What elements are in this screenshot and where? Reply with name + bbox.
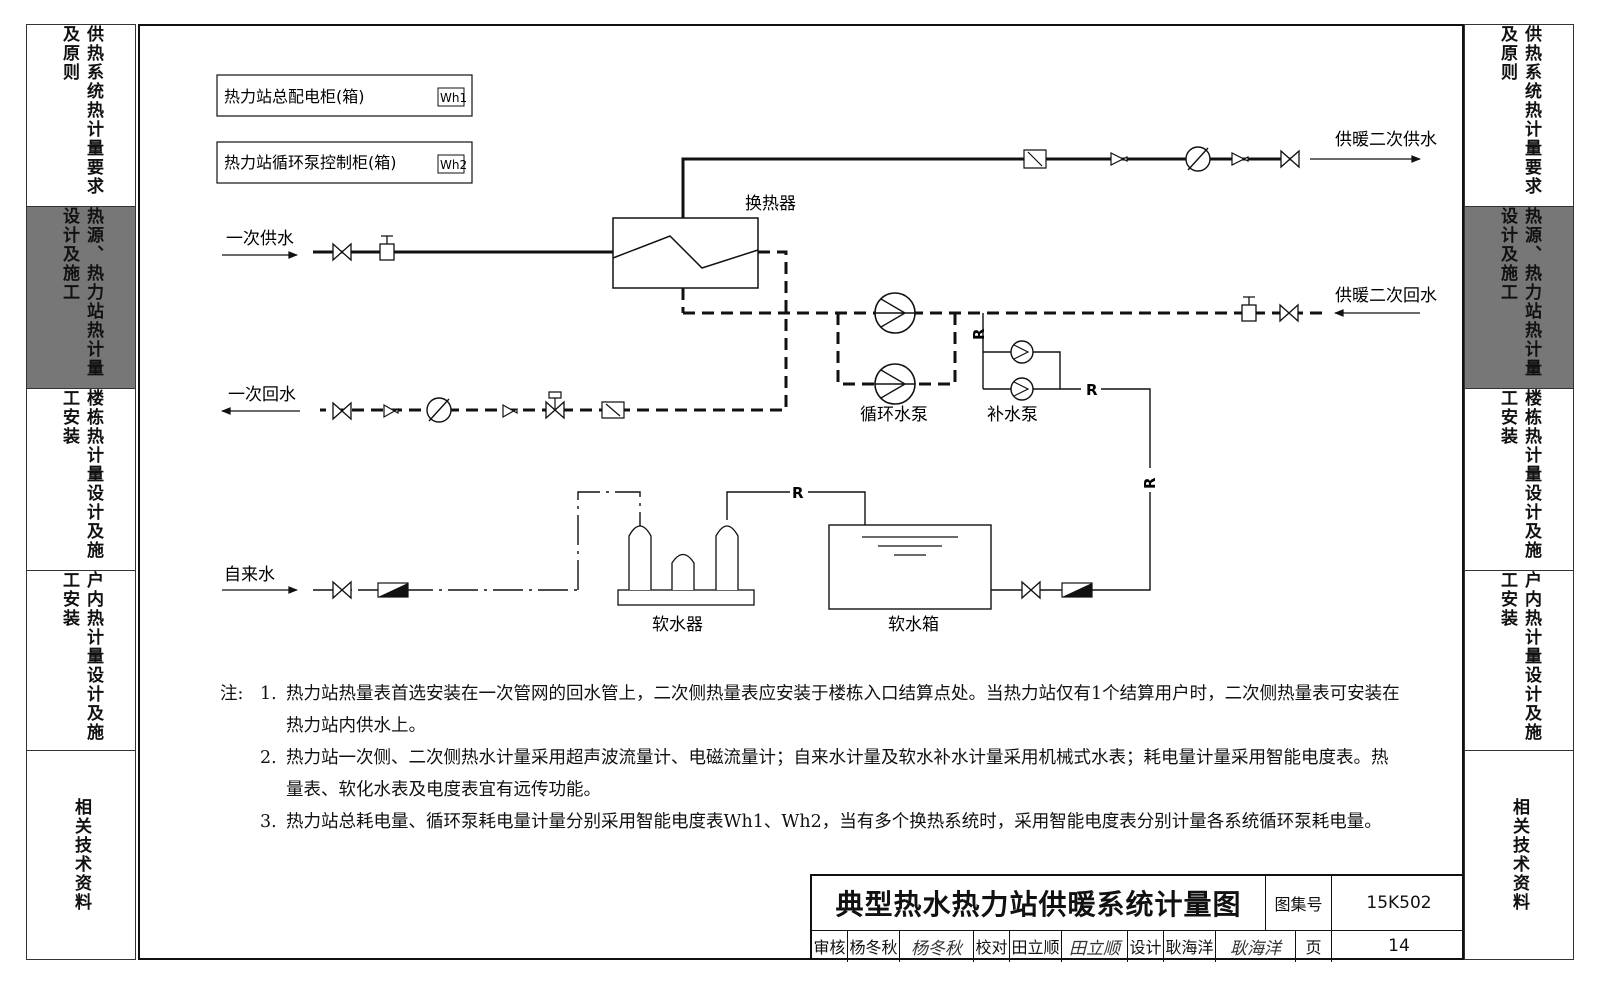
circulation-pumps: 循环水泵 [836,292,957,425]
check-valve-icon [1231,152,1249,166]
heat-exchanger-label: 换热器 [745,194,796,214]
r-mark: R [1086,381,1098,399]
sidebar-tab-heat-source-right[interactable]: 热源、热力站热计量设计及施工 [1465,207,1573,389]
notes-lead: 注: [220,684,244,704]
design-label: 设计 [1129,938,1162,957]
atlas-label-cell: 图集号 [1266,876,1332,930]
notes: 注: 1. 热力站热量表首选安装在一次管网的回水管上，二次侧热量表应安装于楼栋入… [220,678,1400,838]
makeup-pump-label: 补水泵 [987,405,1038,425]
atlas-label: 图集号 [1274,895,1323,914]
checker-name: 田立顺 [1011,938,1060,957]
check-valve-icon [383,403,399,419]
check-label: 校对 [975,938,1008,957]
r-mark: R [792,484,804,502]
title-block-row-title: 典型热水热力站供暖系统计量图 图集号 15K502 [812,876,1464,931]
valve-icon [1021,580,1041,600]
sidebar-tab-label: 楼栋热计量设计及施工安装 [59,389,103,560]
note-text: 热力站总耗电量、循环泵耗电量计量分别采用智能电度表Wh1、Wh2，当有多个换热系… [286,812,1382,832]
note-text: 热力站热量表首选安装在一次管网的回水管上，二次侧热量表应安装于楼栋入口结算点处。… [286,684,1400,736]
tap-water-label: 自来水 [224,565,275,585]
circulation-pump-label: 循环水泵 [860,405,928,425]
drawing-title: 典型热水热力站供暖系统计量图 [812,876,1266,930]
sidebar-tab-label: 供热系统热计量要求及原则 [1497,25,1541,196]
title-block: 典型热水热力站供暖系统计量图 图集号 15K502 审核 杨冬秋 杨冬秋 校对 … [810,874,1464,962]
check-valve-icon [502,403,518,419]
sidebar-tab-household-right[interactable]: 户内热计量设计及施工安装 [1465,571,1573,751]
tap-water-line: 自来水 [222,491,641,600]
legend-pump-panel-label: 热力站循环泵控制柜(箱) [224,153,397,172]
title-block-row-signatures: 审核 杨冬秋 杨冬秋 校对 田立顺 田立顺 设计 耿海洋 耿海洋 页 14 [812,930,1464,962]
legend-pump-panel-tag: Wh2 [440,158,467,172]
sidebar-tab-label: 相关技术资料 [1509,798,1529,912]
sidebar-tab-label: 户内热计量设计及施工安装 [1497,571,1541,742]
note-number: 1. [260,684,277,704]
valve-icon [332,242,352,262]
atlas-number-cell: 15K502 [1332,876,1466,930]
secondary-supply-line: 供暖二次供水 [681,130,1437,218]
primary-return-line: 一次回水 [221,250,788,423]
sidebar-tab-label: 相关技术资料 [71,798,91,912]
checker-signature: 田立顺 [1069,938,1120,959]
r-mark: R [1141,477,1159,489]
legend-main-panel-label: 热力站总配电柜(箱) [224,87,365,106]
soft-tank-label: 软水箱 [888,615,939,635]
designer-signature: 耿海洋 [1230,938,1281,959]
water-softener: R 软水器 [617,484,866,635]
valve-icon [1280,149,1300,169]
sidebar-tab-principles[interactable]: 供热系统热计量要求及原则 [27,25,135,207]
page-number: 14 [1388,936,1410,956]
legend-main-panel: 热力站总配电柜(箱) Wh1 [216,74,473,117]
filter-icon [1241,304,1257,322]
valve-icon [332,401,352,421]
valve-icon [1279,303,1299,323]
sidebar-tab-label: 热源、热力站热计量设计及施工 [59,207,103,378]
right-sidebar: 供热系统热计量要求及原则 热源、热力站热计量设计及施工 楼栋热计量设计及施工安装… [1464,24,1574,960]
note-number: 3. [260,812,277,832]
heat-exchanger: 换热器 [612,194,796,289]
note-item: 注: 1. 热力站热量表首选安装在一次管网的回水管上，二次侧热量表应安装于楼栋入… [220,678,1400,742]
left-sidebar: 供热系统热计量要求及原则 热源、热力站热计量设计及施工 楼栋热计量设计及施工安装… [26,24,136,960]
atlas-number: 15K502 [1366,893,1432,913]
note-number: 2. [260,748,277,768]
sidebar-tab-references[interactable]: 相关技术资料 [27,751,135,959]
primary-supply-label: 一次供水 [226,229,294,249]
sidebar-tab-household[interactable]: 户内热计量设计及施工安装 [27,571,135,751]
note-item: 2. 热力站一次侧、二次侧热水计量采用超声波流量计、电磁流量计；自来水计量及软水… [220,742,1400,806]
sidebar-tab-principles-right[interactable]: 供热系统热计量要求及原则 [1465,25,1573,207]
makeup-pumps: R 补水泵 R R [970,313,1159,591]
primary-return-label: 一次回水 [228,385,296,405]
review-label: 审核 [813,938,846,957]
legend-pump-panel: 热力站循环泵控制柜(箱) Wh2 [216,141,473,184]
note-item: 3. 热力站总耗电量、循环泵耗电量计量分别采用智能电度表Wh1、Wh2，当有多个… [220,806,1400,838]
sidebar-tab-label: 户内热计量设计及施工安装 [59,571,103,742]
secondary-return-label: 供暖二次回水 [1335,286,1437,306]
valve-icon [332,580,352,600]
sidebar-tab-label: 楼栋热计量设计及施工安装 [1497,389,1541,560]
pump-icon [1010,377,1034,401]
soft-water-tank: 软水箱 [828,524,1093,635]
sidebar-tab-heat-source[interactable]: 热源、热力站热计量设计及施工 [27,207,135,389]
sidebar-tab-references-right[interactable]: 相关技术资料 [1465,751,1573,959]
reviewer-name: 杨冬秋 [849,938,898,957]
reviewer-signature: 杨冬秋 [911,938,962,959]
designer-name: 耿海洋 [1165,938,1214,957]
drawing-title-text: 典型热水热力站供暖系统计量图 [835,888,1242,921]
legend-main-panel-tag: Wh1 [440,91,467,105]
drawing-frame [138,24,1464,960]
r-mark: R [970,328,988,340]
sidebar-tab-label: 热源、热力站热计量设计及施工 [1497,207,1541,378]
note-text: 热力站一次侧、二次侧热水计量采用超声波流量计、电磁流量计；自来水计量及软水补水计… [286,748,1389,800]
pump-icon [1010,340,1034,364]
sidebar-tab-building-right[interactable]: 楼栋热计量设计及施工安装 [1465,389,1573,571]
primary-supply-line: 一次供水 [222,229,613,262]
secondary-supply-label: 供暖二次供水 [1335,130,1437,150]
page-label: 页 [1305,938,1322,957]
filter-icon [379,243,395,261]
sidebar-tab-label: 供热系统热计量要求及原则 [59,25,103,196]
secondary-return-line: 供暖二次回水 [681,286,1437,323]
softener-label: 软水器 [652,615,703,635]
check-valve-icon [1110,152,1128,166]
sidebar-tab-building[interactable]: 楼栋热计量设计及施工安装 [27,389,135,571]
